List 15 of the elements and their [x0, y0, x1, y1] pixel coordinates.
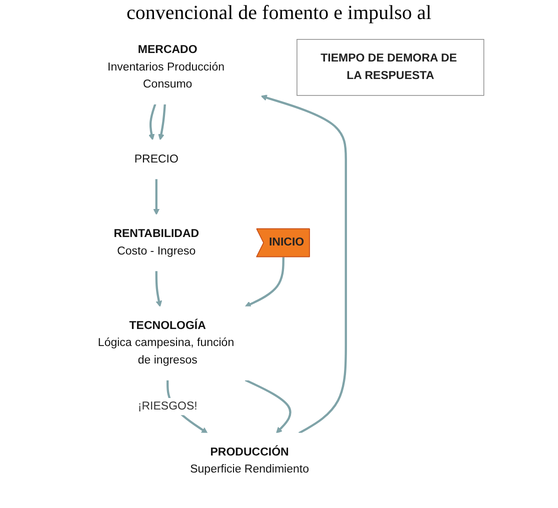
node-box: TIEMPO DE DEMORA DE LA RESPUESTA	[296, 39, 484, 96]
arrow	[244, 379, 292, 434]
text-fragment: convencional de fomento e impulso al	[126, 2, 432, 25]
node-text: RENTABILIDAD Costo - Ingreso	[114, 228, 200, 258]
edge-label: ¡RIESGOS!	[138, 400, 198, 412]
node-text: PRODUCCIÓN Superficie Rendimiento	[190, 446, 309, 476]
node-text: PRECIO	[134, 152, 178, 166]
arrow	[158, 104, 166, 140]
arrow	[153, 178, 160, 215]
node-text: TECNOLOGÍA Lógica campesina, función de ingresos	[98, 320, 234, 366]
arrow	[155, 270, 162, 307]
arrow	[260, 94, 347, 434]
arrow	[148, 104, 156, 140]
arrow	[244, 257, 284, 308]
node-text: MERCADO Inventarios Producción Consumo	[108, 44, 224, 90]
